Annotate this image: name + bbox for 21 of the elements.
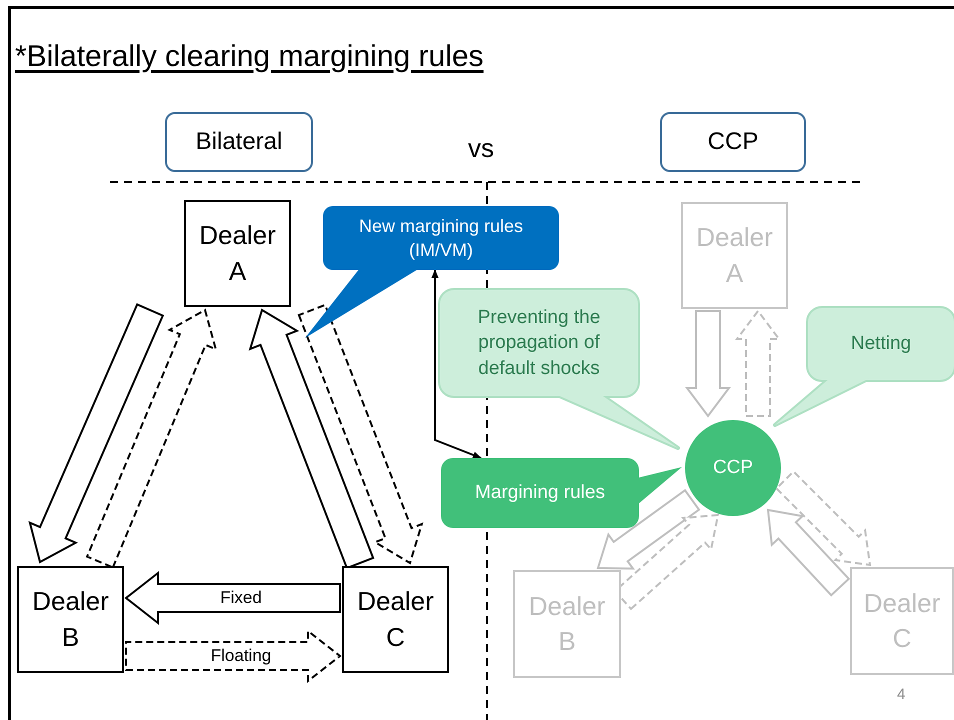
dealer-box: Dealer C [850,567,954,675]
dealer-box: Dealer B [513,570,621,678]
block-arrow [735,309,781,417]
block-arrow [766,508,850,597]
double-arrow [431,269,482,459]
slide-title: *Bilaterally clearing margining rules [15,40,484,74]
ccp-circle: CCP [685,420,781,516]
text-label: vs [468,133,494,164]
block-arrow [28,303,164,564]
dealer-box: Dealer A [681,202,788,309]
block-arrow [298,304,424,565]
block-arrow [775,470,872,566]
dealer-box: Dealer C [342,566,449,673]
block-arrow [685,310,731,418]
page-number: 4 [897,686,906,703]
block-arrow [596,488,700,570]
dealer-box: Dealer A [184,200,291,307]
block-arrow [86,308,218,569]
header-box: CCP [660,112,806,172]
dealer-box: Dealer B [17,566,124,673]
header-box: Bilateral [165,112,313,172]
